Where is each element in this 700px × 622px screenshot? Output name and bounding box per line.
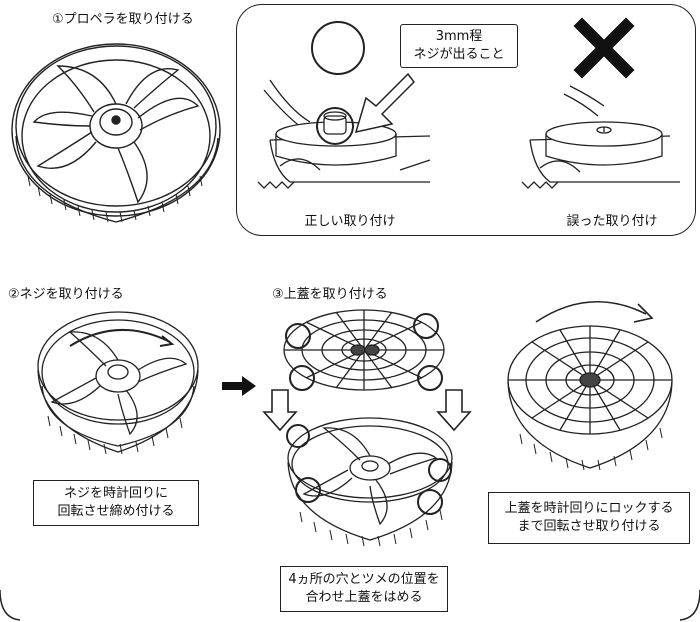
next-step-arrow-icon [222,376,256,396]
top-cover-illustration [283,309,445,391]
down-arrow-left-icon [262,389,298,432]
align-note-line2: 合わせ上蓋をはめる [305,590,423,605]
callout-line2: ネジが出ること [413,47,505,62]
lock-note-line2: まで回転させ取り付ける [517,519,661,534]
screw-callout-box: 3mm程 ネジが出ること [400,24,518,68]
lock-note-line1: 上蓋を時計回りにロックする [504,501,674,516]
frame-corners [0,589,700,621]
callout-line1: 3mm程 [435,29,483,44]
wrong-screw-illustration [521,85,680,189]
align-note-box: 4ヵ所の穴とツメの位置を 合わせ上蓋をはめる [280,566,448,612]
screw-note-box: ネジを時計回りに 回転させ締め付ける [33,480,199,526]
step1-title: ①プロペラを取り付ける [52,12,194,27]
align-note-line1: 4ヵ所の穴とツメの位置を [288,572,440,587]
lock-note-box: 上蓋を時計回りにロックする まで回転させ取り付ける [488,492,690,544]
correct-caption: 正しい取り付け [304,214,396,229]
step2-title: ②ネジを取り付ける [8,287,124,302]
circle-icon [311,21,365,75]
fan-propeller-illustration [11,43,221,223]
fan-body-illustration [286,417,453,547]
wrong-caption: 誤った取り付け [566,214,658,229]
screw-note-line1: ネジを時計回りに [63,486,168,501]
cross-icon [573,17,635,79]
down-arrow-right-icon [436,389,472,432]
comparison-panel [236,4,696,236]
clockwise-rotation-arrow-icon [535,300,654,323]
screw-note-line2: 回転させ締め付ける [57,504,175,519]
callout-arrow-icon [354,72,415,134]
assembled-fan-illustration [507,325,673,471]
step3-title: ③上蓋を取り付ける [272,287,388,302]
fan-screw-illustration [37,311,199,455]
